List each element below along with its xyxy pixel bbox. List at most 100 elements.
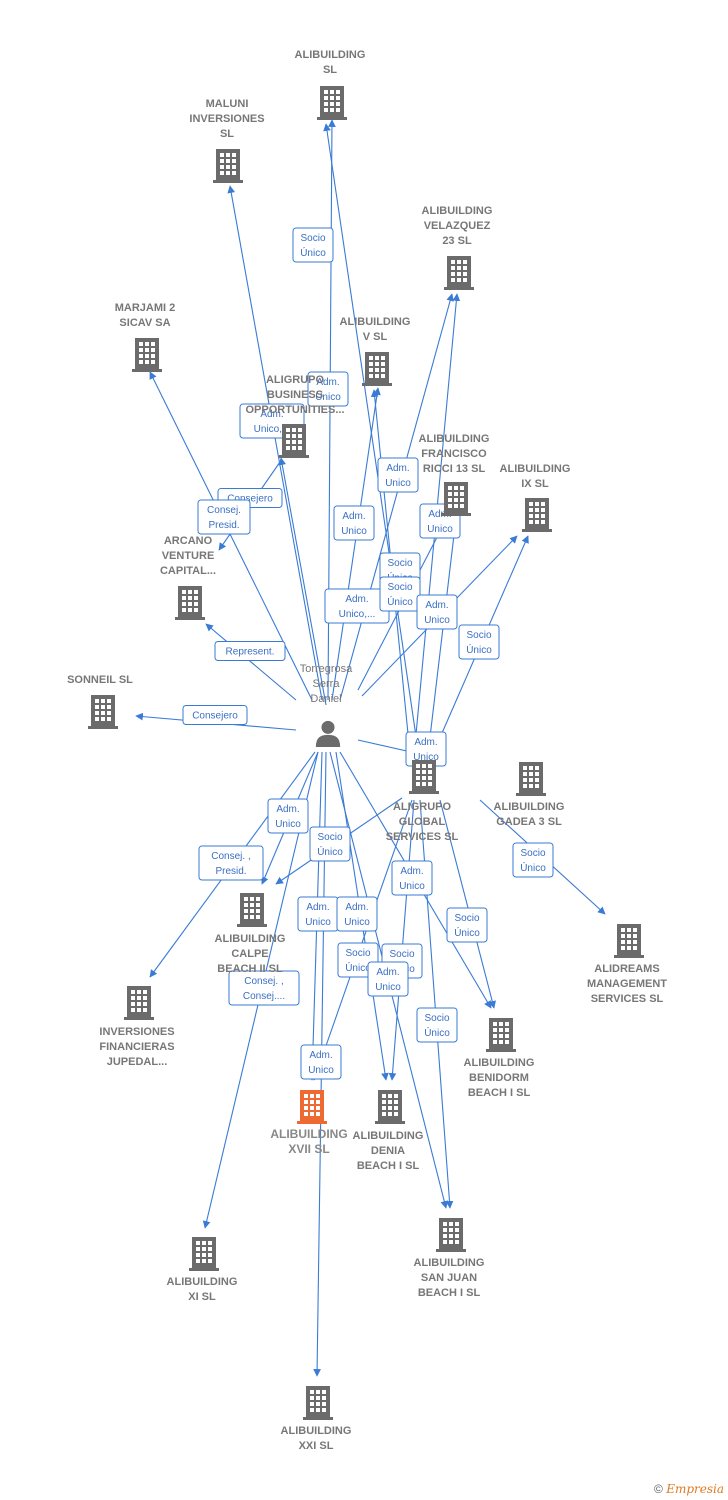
relation-label-text: Socio [317, 832, 342, 843]
relation-label-text: Socio [389, 949, 414, 960]
relation-label-text: Presid. [208, 520, 239, 531]
relation-label-p-to-alib_v[interactable]: Adm.Unico [333, 505, 375, 541]
company-name-line: ALIBUILDING [340, 316, 411, 328]
company-name-line: ALIBUILDING [270, 1127, 347, 1141]
company-name-line: GLOBAL [399, 816, 446, 828]
person-icon [315, 720, 341, 747]
relation-label-p-to-sonneil[interactable]: Consejero [182, 705, 248, 725]
relation-label-box [309, 826, 351, 862]
relation-label-text: Único [387, 595, 413, 608]
relation-label-text: Adm. [428, 509, 451, 520]
relation-label-text: Socio [424, 1013, 449, 1024]
relation-label-text: Único [300, 246, 326, 259]
company-name-line: V SL [363, 331, 388, 343]
building-icon [279, 424, 309, 458]
relation-label-text: Unico [315, 392, 341, 403]
relation-label-text: Adm. [309, 1050, 332, 1061]
relation-label-text: Único [454, 926, 480, 939]
company-name-line: ARCANO [164, 535, 213, 547]
relation-label-text: Adm. [414, 737, 437, 748]
company-name-line: ALIDREAMS [594, 963, 659, 975]
company-name-line: XI SL [188, 1291, 216, 1303]
brand-logo-text[interactable]: Empresia [666, 1482, 724, 1496]
person-name-line: Daniel [310, 693, 341, 705]
relation-label-box [416, 1007, 458, 1043]
relation-label-text: Unico,... [254, 424, 291, 435]
relation-label-text: Adm. [345, 594, 368, 605]
edge-p-to-velazquez [339, 293, 454, 701]
relation-label-aligrupo_glob-to-alibuilding_sl[interactable]: Adm.Unico [307, 371, 349, 407]
relation-label-text: Unico [375, 982, 401, 993]
relation-label-p-to-xi[interactable]: Consej. ,Consej.... [228, 970, 300, 1006]
relation-label-aligrupo_glob-to-xvii[interactable]: Adm. Unico [300, 1044, 342, 1080]
relation-label-p-to-arcano[interactable]: Represent. [214, 641, 286, 661]
building-icon [486, 1018, 516, 1052]
building-icon [516, 762, 546, 796]
relation-label-p-to-calpe[interactable]: Adm.Unico [267, 798, 309, 834]
relation-label-p-to-velazquez[interactable]: Adm.Unico [377, 457, 419, 493]
relation-label-box [446, 907, 488, 943]
relation-label-p-to-inversiones[interactable]: Consej. ,Presid. [198, 845, 264, 881]
edges-layer [135, 119, 606, 1377]
relation-label-text: Consej. [207, 505, 241, 516]
company-name-line: IX SL [521, 478, 549, 490]
company-node-arcano[interactable]: ARCANOVENTURECAPITAL... [160, 535, 216, 620]
relation-label-p-to-aligrupo_glob[interactable]: Adm.Unico [405, 731, 447, 767]
company-name-line: MARJAMI 2 [115, 302, 176, 314]
building-icon [124, 986, 154, 1020]
company-node-inversiones[interactable]: INVERSIONESFINANCIERASJUPEDAL... [99, 986, 175, 1068]
building-icon [375, 1090, 405, 1124]
company-node-sonneil[interactable]: SONNEIL SL [67, 674, 133, 729]
company-name-line: GADEA 3 SL [496, 816, 562, 828]
relation-label-text: Presid. [215, 866, 246, 877]
company-name-line: VELAZQUEZ [424, 220, 491, 232]
company-name-line: VENTURE [162, 550, 215, 562]
relation-label-p-to-alib_ix[interactable]: Adm.Unico [416, 594, 458, 630]
relation-label-p-to-xvii[interactable]: Adm.Unico [297, 896, 339, 932]
relation-label-text: Represent. [226, 647, 275, 658]
company-name-line: MANAGEMENT [587, 978, 667, 990]
company-node-alib_v[interactable]: ALIBUILDING V SL [340, 316, 411, 386]
company-name-line: ALIGRUPO [393, 801, 452, 813]
relation-label-p-to-xxi[interactable]: Adm.Unico [391, 860, 433, 896]
company-node-aligrupo_bus[interactable]: ALIGRUPOBUSINESSOPPORTUNITIES... [245, 374, 345, 458]
building-icon [441, 482, 471, 516]
relation-label-p-to-sanjuan[interactable]: Adm.Unico [367, 961, 409, 997]
relation-label-aligrupo_bus-to-arcano[interactable]: Consej. Presid. [197, 499, 251, 535]
company-name-line: ALIBUILDING [281, 1425, 352, 1437]
copyright-symbol: © [654, 1482, 663, 1496]
company-name-line: ALIBUILDING [422, 205, 493, 217]
relation-label-text: Unico,... [339, 609, 376, 620]
edge-p-to-aligrupo_bus [278, 457, 327, 706]
relation-label-p-to-denia[interactable]: Adm.Unico [336, 896, 378, 932]
relation-label-text: Unico [308, 1065, 334, 1076]
relation-label-text: Adm. [345, 902, 368, 913]
company-name-line: BENIDORM [469, 1072, 529, 1084]
relation-label-aligrupo_glob-to-alib_v[interactable]: Adm. Unico,... [324, 588, 390, 624]
edge-aligrupo_glob-to-denia [388, 799, 415, 1081]
